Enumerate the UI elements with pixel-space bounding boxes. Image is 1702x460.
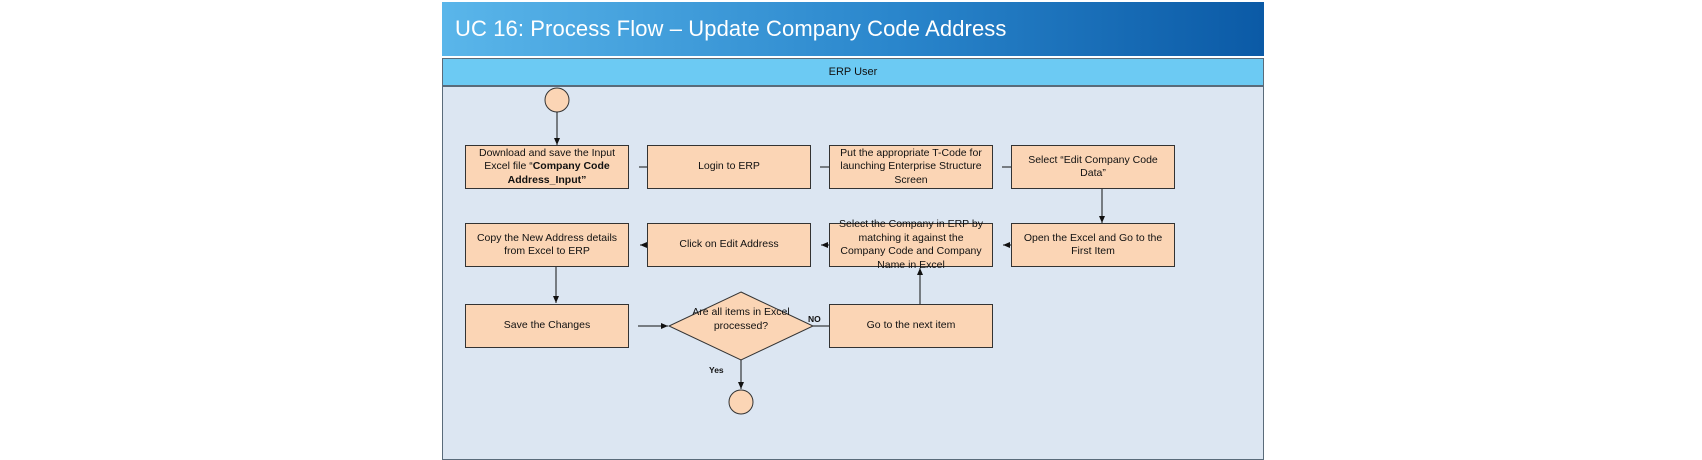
decision-label: Are all items in Excel processed? [692,306,790,332]
step-download-text: Download and save the Input Excel file “… [478,146,615,186]
step-save-changes: Save the Changes [465,304,629,348]
title-bar: UC 16: Process Flow – Update Company Cod… [442,2,1264,56]
swimlane-header: ERP User [442,58,1264,86]
decision-yes-label: Yes [709,365,724,375]
flow-connectors [544,87,1105,415]
step-select-edit-company-code: Select “Edit Company Code Data” [1011,145,1175,189]
step-open-excel: Open the Excel and Go to the First Item [1011,223,1175,267]
end-node [728,389,754,415]
step-go-to-next-item: Go to the next item [829,304,993,348]
decision-no-label: NO [808,314,821,324]
step-download-input-excel: Download and save the Input Excel file “… [465,145,629,189]
start-node [544,87,570,113]
page-title: UC 16: Process Flow – Update Company Cod… [455,16,1007,41]
step-login-erp: Login to ERP [647,145,811,189]
swimlane-body: Download and save the Input Excel file “… [442,86,1264,460]
step-copy-new-address: Copy the New Address details from Excel … [465,223,629,267]
step-select-company: Select the Company in ERP by matching it… [829,218,993,271]
step-click-edit-address: Click on Edit Address [647,223,811,267]
process-flow-slide: UC 16: Process Flow – Update Company Cod… [442,2,1264,460]
step-put-tcode: Put the appropriate T-Code for launching… [829,145,993,189]
